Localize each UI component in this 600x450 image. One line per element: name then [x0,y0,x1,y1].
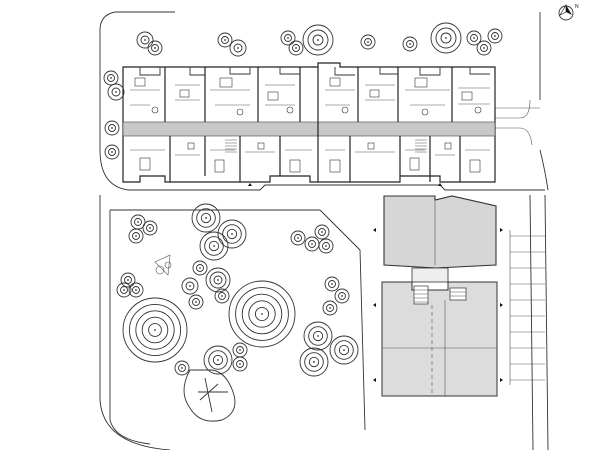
section-markers [248,183,503,382]
corridor [122,121,496,137]
tree-icon [205,267,231,293]
tree-icon [302,24,334,56]
tree-icon [217,32,233,48]
tree-icon [304,236,320,252]
tree-icon [203,345,233,375]
tree-icon [103,70,119,86]
tree-icon [217,219,247,249]
tree-icon [128,282,144,298]
tree-icon [120,272,136,288]
tree-icon [147,40,163,56]
tree-icon [107,83,125,101]
tree-icon [122,297,188,363]
tree-icon [487,28,503,44]
north-arrow-label: N [575,4,579,10]
apartment-block [122,62,496,183]
tree-icon [290,230,306,246]
tree-icon [280,30,296,46]
tree-icon [199,231,229,261]
tree-icon [142,220,158,236]
tree-icon [174,360,190,376]
site-boundary [99,11,549,450]
tree-icon [334,288,350,304]
tree-icon [288,40,304,56]
tree-icon [232,342,248,358]
tree-icon [299,347,329,377]
tree-icon [466,30,482,46]
tree-icon [192,260,208,276]
tree-icon [402,36,418,52]
trees [103,22,503,377]
tree-icon [329,335,359,365]
tree-icon [228,280,296,348]
tree-icon [360,34,376,50]
tree-icon [314,224,330,240]
tree-icon [430,22,462,54]
tree-icon [476,40,492,56]
playground-sandpit [154,254,236,422]
north-arrow-icon: N [558,3,579,21]
tree-icon [116,282,132,298]
tree-icon [181,277,199,295]
tree-icon [136,31,154,49]
tree-icon [104,144,120,160]
tree-icon [324,276,340,292]
parking-stalls [509,230,545,385]
tree-icon [128,228,144,244]
tree-icon [229,39,247,57]
tree-icon [214,288,230,304]
stair-core [411,267,449,283]
garage-building [381,195,498,397]
tree-icon [191,203,221,233]
tree-icon [104,120,120,136]
tree-icon [188,294,204,310]
tree-icon [318,238,334,254]
tree-icon [303,321,333,351]
tree-icon [232,356,248,372]
tree-icon [322,300,338,316]
